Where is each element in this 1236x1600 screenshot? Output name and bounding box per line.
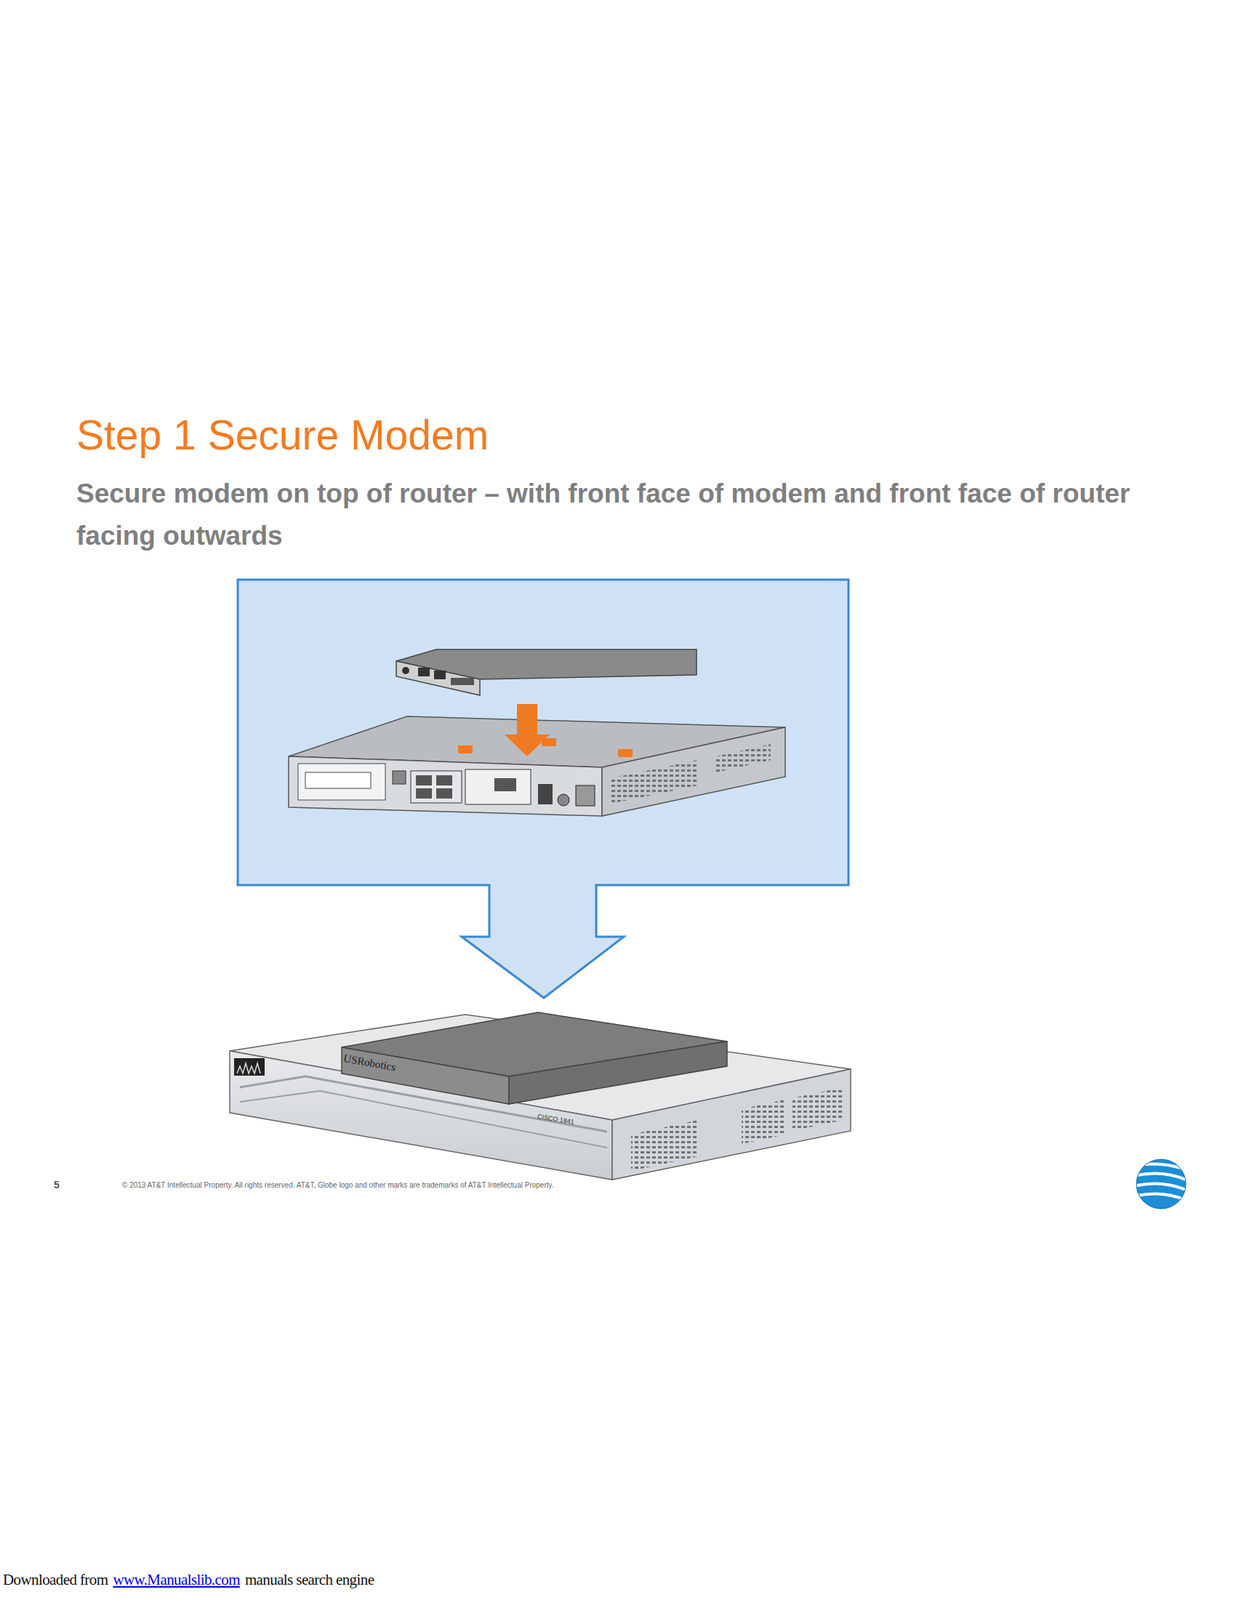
page-number: 5 (53, 1178, 60, 1191)
subtitle: Secure modem on top of router – with fro… (76, 472, 1167, 557)
att-globe-logo (1130, 1158, 1193, 1209)
watermark-link: www.Manualslib.com (112, 1570, 240, 1589)
place-arrow (504, 703, 550, 757)
watermark-text: manuals search engine (245, 1570, 375, 1589)
copyright-note: © 2013 AT&T Intellectual Property. All r… (122, 1180, 555, 1189)
modem-back (396, 649, 697, 696)
modem-assembled (341, 1012, 728, 1104)
watermark: Downloaded fromwww.Manualslib.com manuals… (2, 1570, 374, 1589)
slide-title: Step 1 Secure Modem (76, 410, 489, 459)
watermark-text: Downloaded from (2, 1570, 108, 1589)
step-panel (237, 579, 849, 998)
